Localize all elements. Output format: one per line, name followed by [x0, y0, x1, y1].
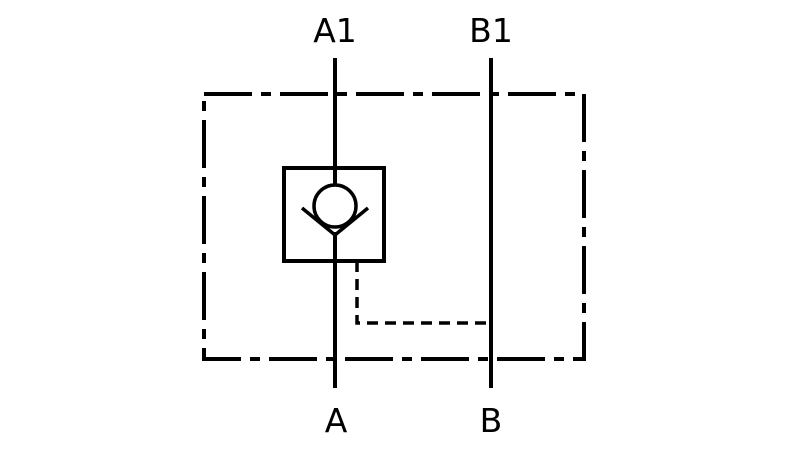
check-valve: [282, 166, 386, 263]
port-label-a1: A1: [313, 11, 357, 50]
housing-boundary: [202, 92, 586, 361]
check-ball-icon: [312, 183, 358, 229]
port-label-a: A: [324, 401, 348, 440]
valve-seat-icon: [300, 206, 370, 238]
pilot-line: [355, 261, 491, 325]
port-label-b1: B1: [469, 11, 513, 50]
port-label-b: B: [479, 401, 503, 440]
